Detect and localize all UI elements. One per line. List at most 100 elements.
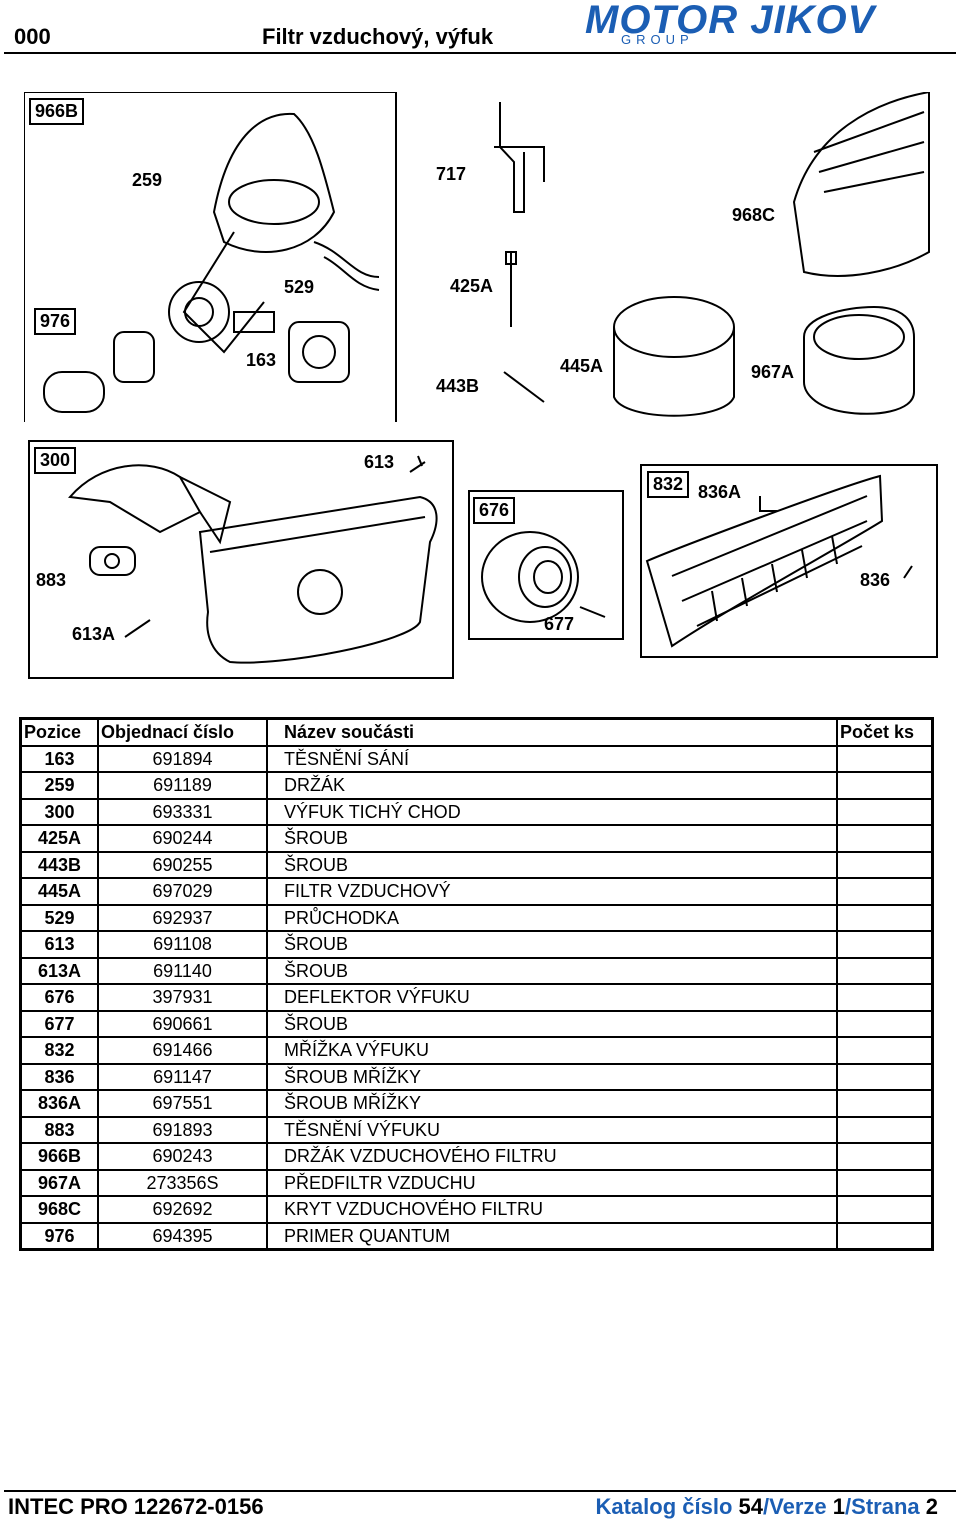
cell-position: 163 — [20, 745, 99, 773]
cell-position: 967A — [20, 1169, 99, 1197]
parts-table: Pozice Objednací číslo Název součásti Po… — [19, 717, 934, 1251]
callout-529: 529 — [284, 277, 315, 297]
callout-300: 300 — [34, 447, 77, 474]
col-header-part-name: Název součásti — [267, 718, 838, 747]
footer-catalog-number: 54 — [738, 1494, 764, 1519]
cell-position: 613 — [20, 931, 99, 959]
cell-part-name: DEFLEKTOR VÝFUKU — [267, 984, 838, 1012]
muffler-drawing — [68, 455, 438, 664]
cell-quantity — [837, 1196, 934, 1224]
cell-part-name: TĚSNĚNÍ SÁNÍ — [267, 745, 838, 773]
cell-order-number: 691466 — [98, 1037, 268, 1065]
cell-quantity — [837, 1169, 934, 1197]
callout-677: 677 — [544, 614, 575, 634]
cell-part-name: ŠROUB — [267, 851, 838, 879]
cell-quantity — [837, 1090, 934, 1118]
footer-version-number: 1 — [832, 1494, 846, 1519]
header-divider — [4, 52, 956, 54]
cell-position: 529 — [20, 904, 99, 932]
cell-position: 300 — [20, 798, 99, 826]
cell-order-number: 692692 — [98, 1196, 268, 1224]
callout-836: 836 — [860, 570, 891, 590]
deflector-drawing — [481, 531, 606, 623]
cell-order-number: 694395 — [98, 1222, 268, 1251]
cell-position: 832 — [20, 1037, 99, 1065]
cell-order-number: 691147 — [98, 1063, 268, 1091]
footer-page-number: 2 — [925, 1494, 938, 1519]
cell-quantity — [837, 825, 934, 853]
cell-quantity — [837, 1037, 934, 1065]
page-title: Filtr vzduchový, výfuk — [262, 24, 494, 49]
cell-quantity — [837, 1143, 934, 1171]
cell-part-name: ŠROUB — [267, 1010, 838, 1038]
cell-order-number: 691140 — [98, 957, 268, 985]
cell-part-name: MŘÍŽKA VÝFUKU — [267, 1037, 838, 1065]
callout-613A: 613A — [72, 624, 116, 644]
cell-order-number: 690661 — [98, 1010, 268, 1038]
cell-quantity — [837, 772, 934, 800]
cell-order-number: 691893 — [98, 1116, 268, 1144]
col-header-quantity: Počet ks — [837, 718, 934, 747]
cell-part-name: PRŮCHODKA — [267, 904, 838, 932]
cell-quantity — [837, 904, 934, 932]
diagram-air-filter: 966B 259 717 968C 976 529 425A 163 445A … — [24, 92, 934, 422]
cell-position: 425A — [20, 825, 99, 853]
cell-part-name: TĚSNĚNÍ VÝFUKU — [267, 1116, 838, 1144]
footer-separator: / — [763, 1494, 770, 1519]
footer-page-label: Strana — [851, 1494, 920, 1519]
table-header-row: Pozice Objednací číslo Název součásti Po… — [20, 718, 934, 747]
cell-quantity — [837, 851, 934, 879]
footer-version-label: Verze — [769, 1494, 827, 1519]
cell-position: 966B — [20, 1143, 99, 1171]
cell-order-number: 690255 — [98, 851, 268, 879]
catalog-section-code: 000 — [14, 24, 51, 49]
cell-order-number: 690243 — [98, 1143, 268, 1171]
cell-quantity — [837, 745, 934, 773]
cell-quantity — [837, 1063, 934, 1091]
col-header-order-number: Objednací číslo — [98, 718, 268, 747]
footer-catalog-label: Katalog číslo — [595, 1494, 733, 1519]
cell-part-name: ŠROUB MŘÍŽKY — [267, 1063, 838, 1091]
callout-717: 717 — [436, 164, 467, 184]
cell-part-name: DRŽÁK VZDUCHOVÉHO FILTRU — [267, 1143, 838, 1171]
cell-position: 259 — [20, 772, 99, 800]
cell-position: 976 — [20, 1222, 99, 1251]
callout-832: 832 — [647, 471, 690, 498]
cell-position: 613A — [20, 957, 99, 985]
cell-position: 443B — [20, 851, 99, 879]
col-header-position: Pozice — [20, 718, 99, 747]
cell-quantity — [837, 798, 934, 826]
cell-quantity — [837, 957, 934, 985]
cell-order-number: 691108 — [98, 931, 268, 959]
cell-position: 445A — [20, 878, 99, 906]
callout-967A: 967A — [751, 362, 795, 382]
cell-position: 676 — [20, 984, 99, 1012]
cell-part-name: FILTR VZDUCHOVÝ — [267, 878, 838, 906]
cell-part-name: ŠROUB — [267, 957, 838, 985]
callout-968C: 968C — [732, 205, 776, 225]
callout-445A: 445A — [560, 356, 604, 376]
grille-drawing — [645, 474, 913, 648]
callout-163: 163 — [246, 350, 277, 370]
diagram-grille: 832 836A 836 — [640, 464, 938, 658]
air-filter-drawing — [24, 92, 930, 422]
callout-883: 883 — [36, 570, 67, 590]
cell-quantity — [837, 984, 934, 1012]
cell-order-number: 273356S — [98, 1169, 268, 1197]
cell-part-name: DRŽÁK — [267, 772, 838, 800]
callout-676: 676 — [473, 497, 516, 524]
